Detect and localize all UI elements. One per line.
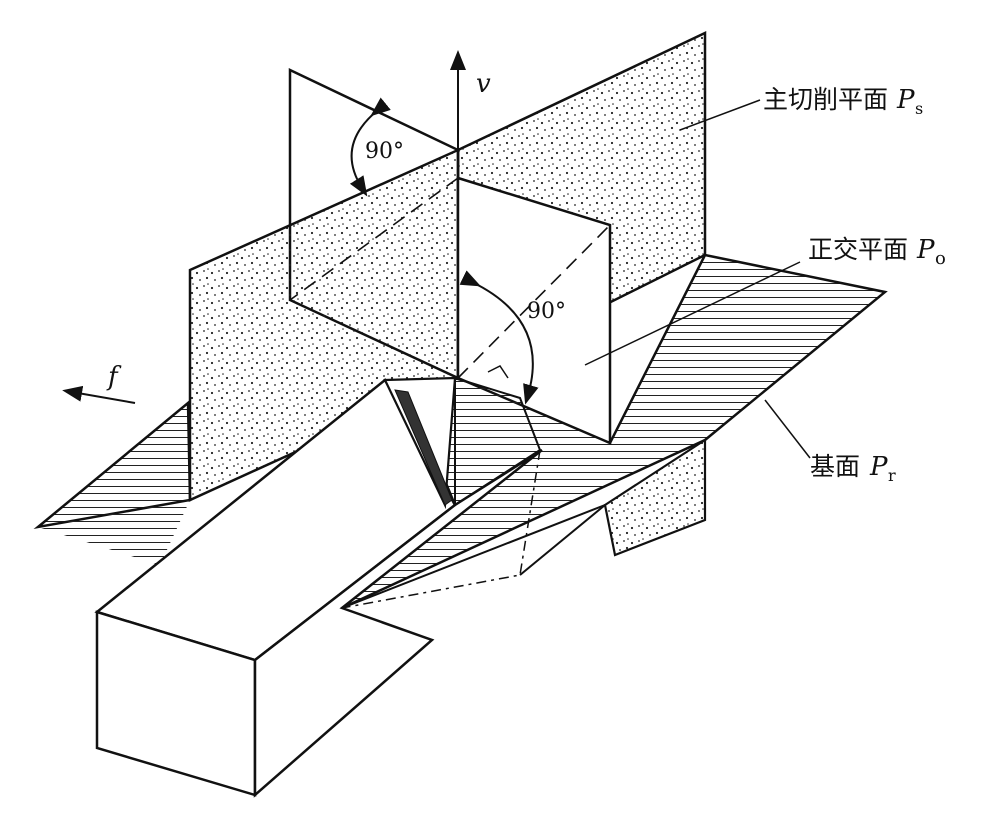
angle-arc-lower bbox=[459, 270, 539, 405]
label-base-plane: 基面 P r bbox=[810, 452, 896, 485]
feed-label: f bbox=[106, 362, 122, 392]
leader-lines bbox=[584, 99, 811, 459]
label-orthogonal-plane: 正交平面 P o bbox=[808, 235, 946, 269]
label-main-cutting-plane: 主切削平面 P s bbox=[763, 85, 923, 118]
ps-symbol: P bbox=[896, 85, 915, 115]
feed-arrow bbox=[62, 385, 136, 404]
pr-symbol: P bbox=[869, 452, 888, 482]
angle-upper-label: 90° bbox=[365, 139, 404, 164]
pr-subscript: r bbox=[888, 466, 896, 485]
angle-arc-upper bbox=[349, 97, 391, 197]
po-symbol: P bbox=[916, 235, 935, 265]
ps-text: 主切削平面 bbox=[763, 85, 888, 114]
tool-body bbox=[94, 376, 606, 798]
pr-text: 基面 bbox=[810, 452, 860, 481]
base-plane-pr bbox=[33, 253, 888, 610]
angle-lower-label: 90° bbox=[527, 299, 566, 324]
po-subscript: o bbox=[935, 248, 946, 269]
ps-subscript: s bbox=[915, 99, 923, 118]
velocity-label: v bbox=[476, 69, 491, 99]
po-text: 正交平面 bbox=[808, 235, 908, 264]
